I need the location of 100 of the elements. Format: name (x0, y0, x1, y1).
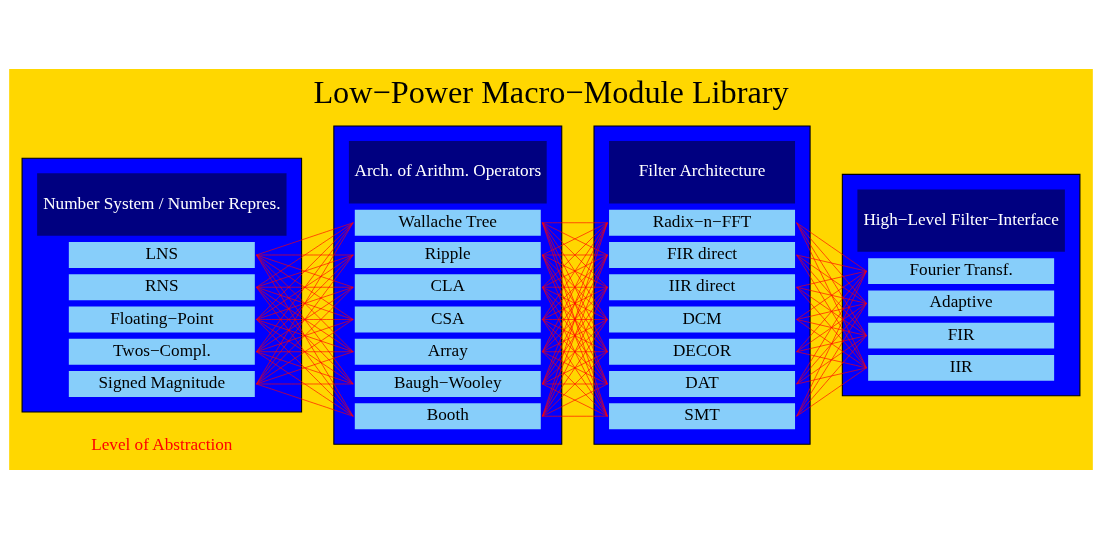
connector (256, 222, 354, 353)
connector (256, 254, 354, 288)
node-box: FIR direct (609, 242, 796, 268)
connector (256, 222, 354, 288)
node-box: FIR (868, 322, 1055, 349)
connector (542, 222, 608, 288)
diagram-title: Low−Power Macro−Module Library (313, 74, 789, 111)
connector (542, 351, 608, 353)
connector (796, 270, 867, 385)
node-box: Filter Architecture (609, 141, 796, 204)
connector (256, 351, 354, 417)
node-box: Arch. of Arithm. Operators (348, 141, 547, 204)
connector (542, 319, 608, 320)
connector (542, 351, 608, 385)
connector (796, 222, 867, 369)
connector (796, 270, 867, 320)
node-box: CLA (354, 274, 541, 301)
connector (256, 254, 354, 385)
connector (542, 254, 608, 353)
connector (542, 319, 608, 385)
node-box: DCM (609, 306, 796, 333)
connector (542, 286, 608, 417)
connector (796, 270, 867, 417)
node-box: Booth (354, 403, 541, 430)
connector (256, 222, 354, 256)
connector (256, 319, 354, 320)
connector (796, 254, 867, 272)
connector (256, 383, 354, 385)
connector (796, 303, 867, 320)
connector (796, 270, 867, 288)
connector (796, 303, 867, 417)
connector (542, 254, 608, 417)
connector (256, 286, 354, 353)
connector (256, 286, 354, 320)
node-box: Wallache Tree (354, 209, 541, 236)
cluster (841, 173, 1081, 397)
connector (796, 303, 867, 385)
connector (256, 254, 354, 417)
connector (542, 319, 608, 417)
node-box: Ripple (354, 242, 541, 268)
connector (796, 367, 867, 417)
connector (542, 222, 608, 385)
connector (256, 383, 354, 417)
connector (256, 286, 354, 385)
connector (542, 254, 608, 320)
connector (542, 222, 608, 320)
connector (542, 286, 608, 288)
connector (542, 286, 608, 385)
connector (796, 351, 867, 369)
connector (256, 351, 354, 385)
node-box: Twos−Compl. (68, 338, 255, 365)
connector (796, 286, 867, 369)
connector (796, 222, 867, 304)
connector (542, 222, 608, 224)
node-box: IIR (868, 354, 1055, 381)
connector (796, 254, 867, 369)
connector (796, 222, 867, 336)
connector (256, 319, 354, 385)
connector (542, 319, 608, 353)
connector (542, 254, 608, 288)
node-box: CSA (354, 306, 541, 333)
node-box: Adaptive (868, 290, 1055, 317)
node-box: High−Level Filter−Interface (857, 189, 1065, 252)
connector (796, 335, 867, 385)
connector (256, 319, 354, 353)
connector (796, 303, 867, 353)
connector (796, 319, 867, 369)
node-box: Floating−Point (68, 306, 255, 333)
cluster (21, 157, 303, 413)
label: Level of Abstraction (91, 435, 233, 455)
node-box: RNS (68, 274, 255, 301)
connector (256, 222, 354, 320)
node-box: Baugh−Wooley (354, 371, 541, 397)
connector (256, 254, 354, 353)
connector (796, 335, 867, 353)
node-box: Radix−n−FFT (609, 209, 796, 236)
connector (256, 254, 354, 320)
cluster (333, 125, 563, 445)
node-box: Fourier Transf. (868, 258, 1055, 284)
connector (796, 270, 867, 353)
connector (796, 367, 867, 385)
connector (542, 222, 608, 256)
connector (796, 335, 867, 417)
connector (256, 286, 354, 417)
node-box: Signed Magnitude (68, 371, 255, 397)
connector (542, 383, 608, 385)
connector (796, 254, 867, 336)
connector (542, 383, 608, 417)
connector (542, 286, 608, 353)
node-box: Array (354, 338, 541, 365)
connector (542, 351, 608, 417)
connector (542, 254, 608, 256)
node-box: DAT (609, 371, 796, 397)
connector (542, 254, 608, 385)
connector (796, 319, 867, 336)
node-box: DECOR (609, 338, 796, 365)
connector (796, 254, 867, 304)
cluster (593, 125, 811, 445)
connector (796, 286, 867, 304)
connector (796, 286, 867, 336)
